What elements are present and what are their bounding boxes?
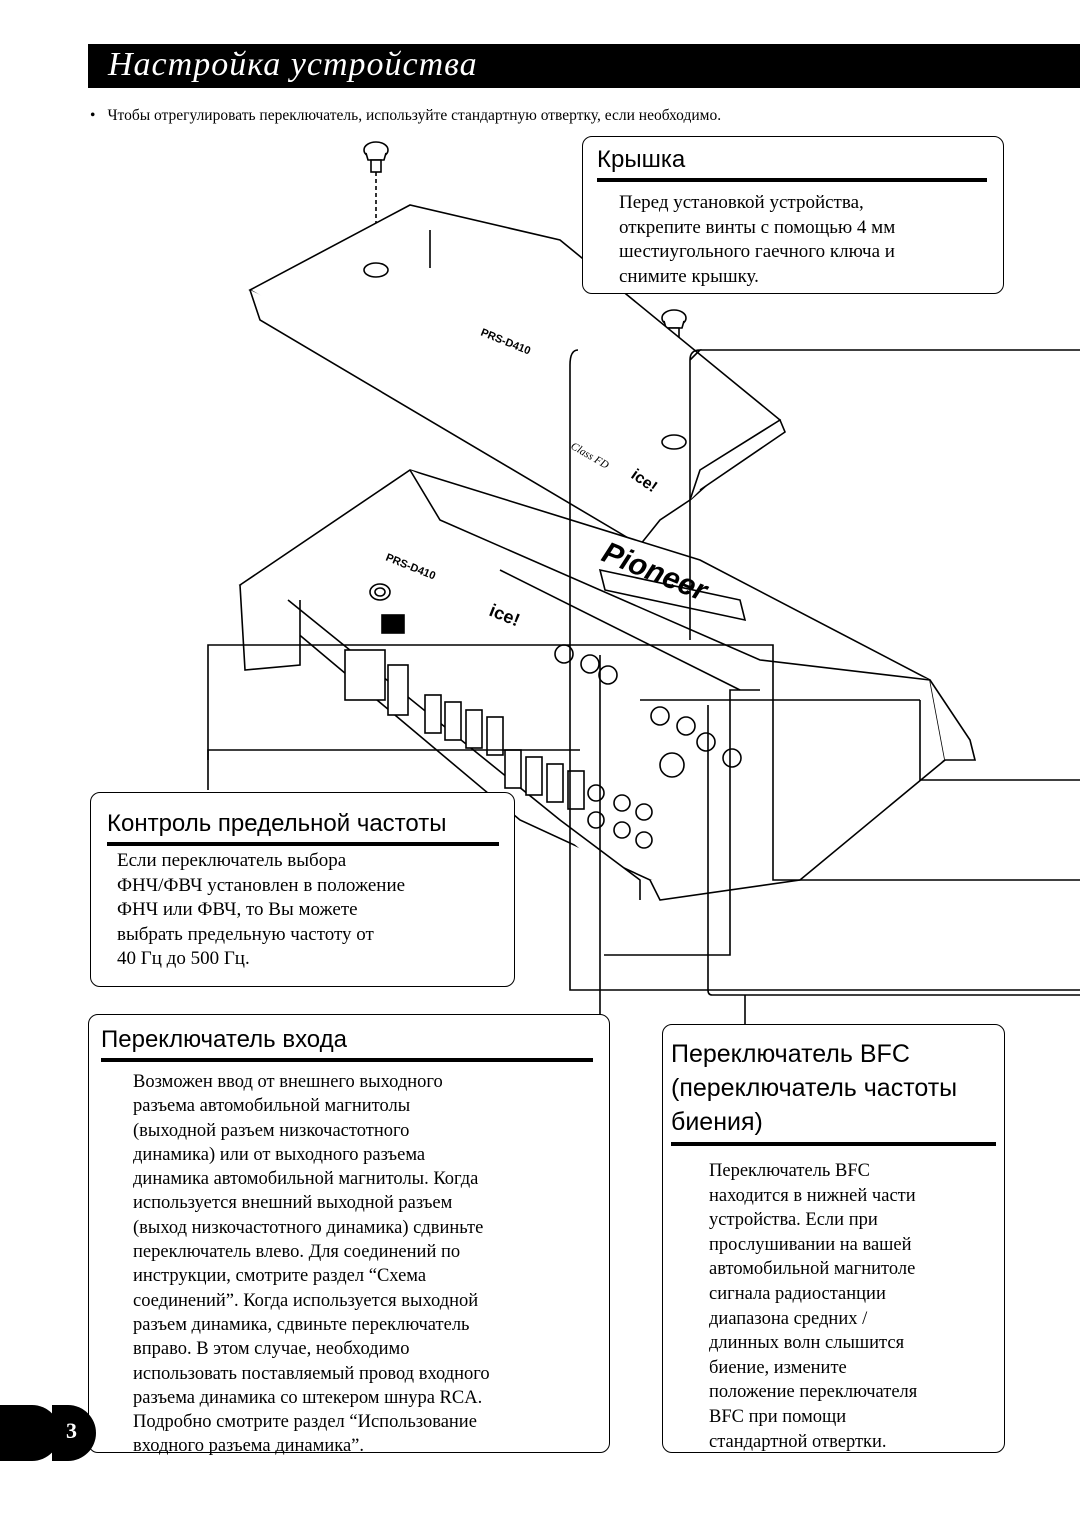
input-line: разъема автомобильной магнитолы bbox=[133, 1096, 411, 1117]
bfc-switch-section: Переключатель BFC (переключатель частоты… bbox=[662, 1024, 1005, 1453]
cutoff-heading: Контроль предельной частоты bbox=[107, 809, 499, 846]
input-line: Возможен ввод от внешнего выходного bbox=[133, 1072, 443, 1092]
title-bar: Настройка устройства bbox=[88, 44, 1080, 88]
bfc-heading-line: (переключатель частоты bbox=[671, 1074, 958, 1102]
cutoff-line: 40 Гц до 500 Гц. bbox=[117, 948, 250, 970]
cover-line: снимите крышку. bbox=[619, 265, 759, 287]
cover-plate bbox=[248, 204, 786, 547]
page-number: 3 bbox=[52, 1405, 96, 1461]
cutoff-text: Если переключатель выбора ФНЧ/ФВЧ устано… bbox=[117, 849, 502, 972]
input-heading: Переключатель входа bbox=[101, 1025, 593, 1062]
input-line: (выход низкочастотного динамика) сдвиньт… bbox=[133, 1217, 484, 1238]
amplifier-body bbox=[238, 469, 977, 901]
bfc-line: автомобильной магнитоле bbox=[709, 1259, 916, 1280]
input-line: динамика автомобильной магнитолы. Когда bbox=[133, 1169, 479, 1190]
input-line: динамика) или от выходного разъема bbox=[133, 1144, 426, 1165]
note-text: Чтобы отрегулировать переключатель, испо… bbox=[107, 107, 722, 124]
input-line: используется внешний выходной разъем bbox=[133, 1193, 453, 1214]
leader-input bbox=[569, 349, 1080, 991]
bfc-text: Переключатель BFC находится в нижней час… bbox=[709, 1159, 999, 1454]
input-switch-section: Переключатель входа Возможен ввод от вне… bbox=[88, 1014, 610, 1456]
cover-section: Крышка Перед установкой устройства, откр… bbox=[582, 136, 1004, 294]
page-title: Настройка устройства bbox=[108, 46, 478, 83]
input-line: Подробно смотрите раздел “Использование bbox=[133, 1412, 477, 1433]
input-line: разъем динамика, сдвиньте переключатель bbox=[133, 1314, 470, 1335]
input-line: использовать поставляемый провод входног… bbox=[133, 1363, 490, 1384]
cutoff-line: ФНЧ/ФВЧ установлен в положение bbox=[117, 874, 406, 896]
bfc-line: находится в нижней части bbox=[709, 1185, 916, 1206]
input-line: входного разъема динамика”. bbox=[133, 1436, 364, 1457]
input-line: инструкции, смотрите раздел “Схема bbox=[133, 1266, 427, 1287]
bfc-line: стандартной отвертки. bbox=[709, 1431, 887, 1452]
bfc-heading-line: Переключатель BFC bbox=[671, 1040, 910, 1068]
input-text: Возможен ввод от внешнего выходного разъ… bbox=[133, 1070, 603, 1459]
bfc-heading-line: биения) bbox=[671, 1108, 763, 1136]
cover-text: Перед установкой устройства, открепите в… bbox=[619, 191, 994, 289]
bfc-line: Переключатель BFC bbox=[709, 1161, 870, 1181]
cover-heading: Крышка bbox=[597, 145, 987, 182]
leader-cutoff bbox=[207, 644, 620, 790]
bfc-line: длинных волн слышится bbox=[709, 1333, 905, 1354]
input-line: соединений”. Когда используется выходной bbox=[133, 1290, 479, 1311]
screw-icon-top bbox=[363, 141, 389, 173]
note: • Чтобы отрегулировать переключатель, исп… bbox=[90, 107, 721, 125]
input-line: (выходной разъем низкочастотного bbox=[133, 1120, 410, 1141]
input-line: разъема динамика со штекером шнура RCA. bbox=[133, 1387, 483, 1408]
cover-line: Перед установкой устройства, bbox=[619, 192, 864, 213]
input-line: переключатель влево. Для соединений по bbox=[133, 1242, 461, 1263]
cutoff-line: Если переключатель выбора bbox=[117, 850, 347, 871]
bfc-line: BFC при помощи bbox=[709, 1406, 847, 1427]
bfc-line: прослушивании на вашей bbox=[709, 1234, 912, 1255]
cutoff-section: Контроль предельной частоты Если переклю… bbox=[90, 792, 515, 987]
bfc-line: биение, измените bbox=[709, 1357, 847, 1378]
bullet-icon: • bbox=[90, 107, 96, 124]
bfc-line: положение переключателя bbox=[709, 1382, 918, 1403]
page-number-tab bbox=[0, 1405, 60, 1461]
cutoff-line: ФНЧ или ФВЧ, то Вы можете bbox=[117, 899, 358, 921]
cover-line: шестиугольного гаечного ключа и bbox=[619, 241, 895, 263]
cover-line: открепите винты с помощью 4 мм bbox=[619, 216, 896, 238]
bfc-heading: Переключатель BFC (переключатель частоты… bbox=[671, 1037, 996, 1146]
bfc-line: сигнала радиостанции bbox=[709, 1283, 886, 1304]
input-line: вправо. В этом случае, необходимо bbox=[133, 1339, 410, 1360]
page-number-text: 3 bbox=[66, 1418, 77, 1443]
leader-bfc bbox=[620, 644, 1080, 881]
bfc-line: диапазона средних / bbox=[709, 1308, 868, 1329]
bfc-line: устройства. Если при bbox=[709, 1210, 878, 1231]
cutoff-line: выбрать предельную частоту от bbox=[117, 923, 374, 945]
